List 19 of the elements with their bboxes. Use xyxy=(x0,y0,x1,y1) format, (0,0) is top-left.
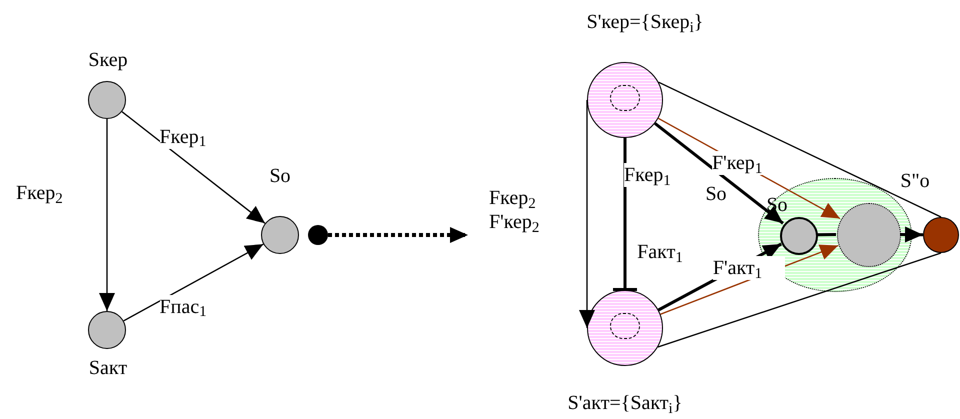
arrow xyxy=(328,227,468,243)
arrow xyxy=(579,100,595,328)
connector-line xyxy=(658,252,942,348)
connector-line xyxy=(658,82,942,218)
state-label: S'акт={Sакт$_{i}$} xyxy=(568,393,682,413)
edge-label: F'акт$_{1}$ xyxy=(712,256,785,280)
connector-line xyxy=(816,232,836,236)
text-label: Fакт$_{1}$ xyxy=(637,242,683,262)
arrow xyxy=(123,244,264,322)
arrow xyxy=(99,119,115,311)
state-label: Sакт xyxy=(88,358,128,378)
state-label: So xyxy=(269,166,291,186)
arrow xyxy=(654,122,784,224)
state-label: Sкер xyxy=(88,50,128,70)
state-label: S"o xyxy=(900,171,930,191)
text-label: So xyxy=(705,184,727,204)
arrow xyxy=(122,111,266,224)
arrow xyxy=(900,226,924,242)
state-label: S'кер={Sкер$_{i}$} xyxy=(586,12,704,32)
